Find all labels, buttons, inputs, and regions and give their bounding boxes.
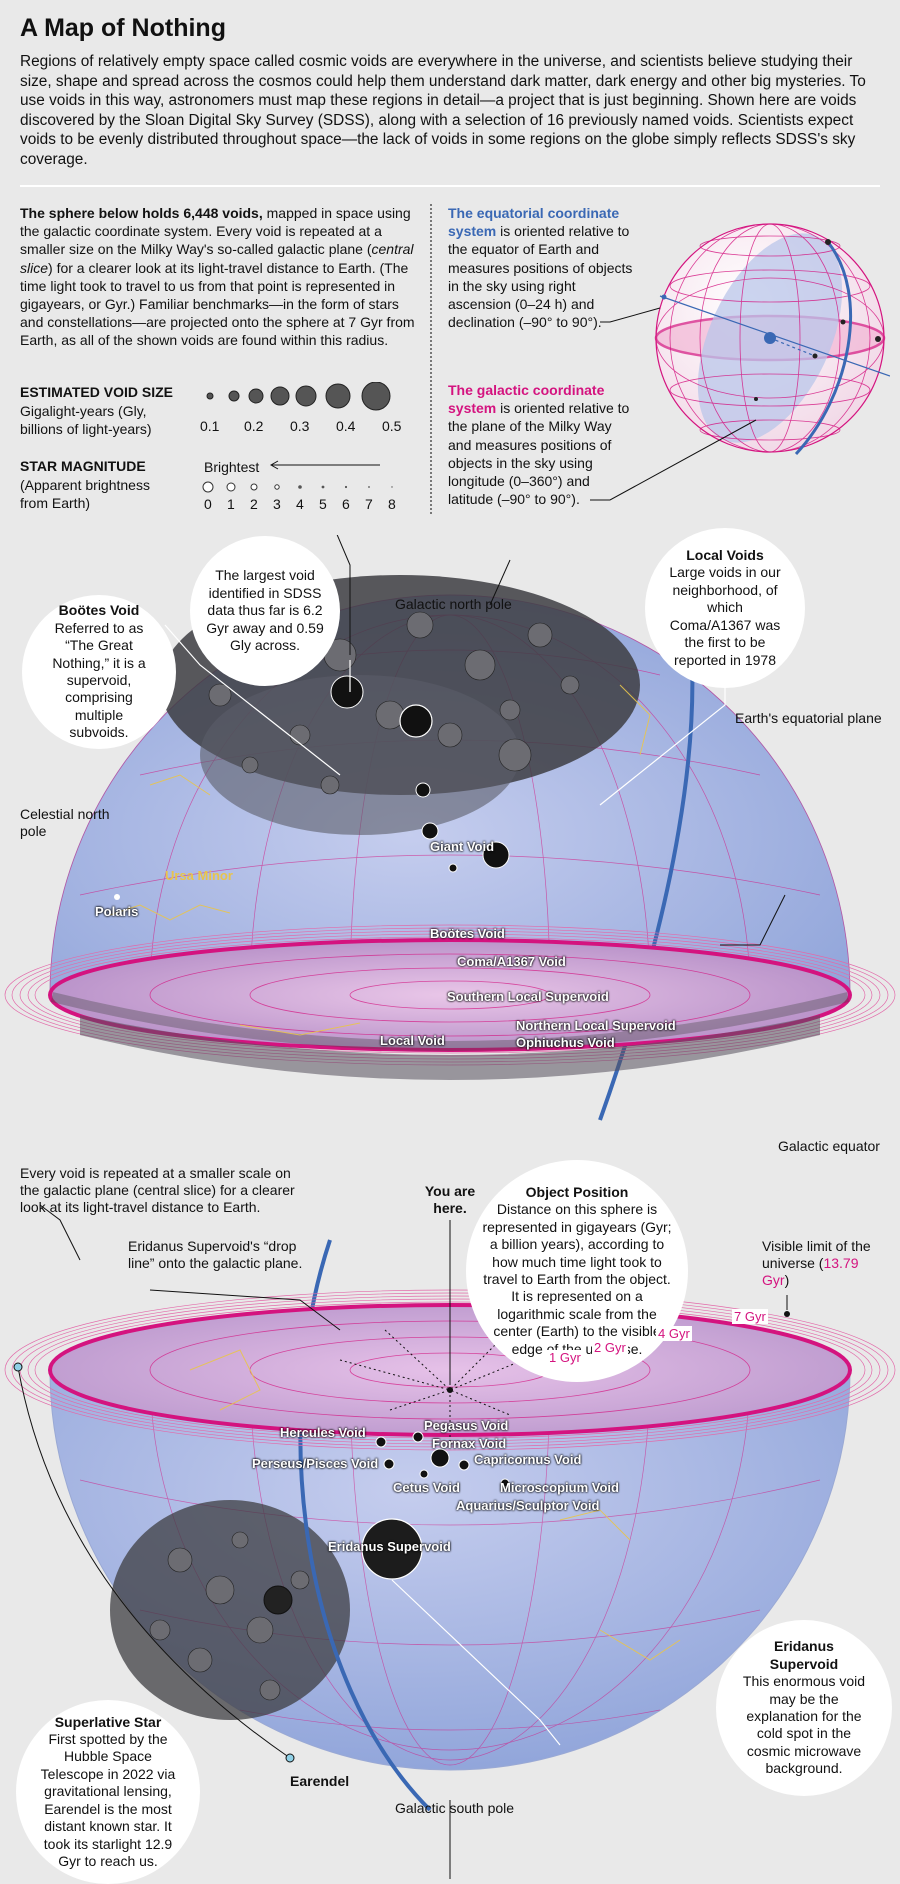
magnitude-tick: 1 bbox=[227, 496, 235, 512]
bootes-void-title: Boötes Void bbox=[58, 602, 140, 619]
void-label: Capricornus Void bbox=[474, 1452, 582, 1467]
eridanus-supervoid-body: This enormous void may be the explanatio… bbox=[742, 1673, 866, 1777]
sphere-info-body2: ) for a clearer look at its light-travel… bbox=[20, 259, 415, 349]
magnitude-tick: 5 bbox=[319, 496, 327, 512]
void-size-tick: 0.5 bbox=[382, 418, 402, 434]
sphere-info-italic: central slice bbox=[20, 241, 414, 276]
repeated-note: Every void is repeated at a smaller scal… bbox=[20, 1165, 295, 1215]
void-size-title: ESTIMATED VOID SIZE bbox=[20, 384, 173, 400]
void-size-tick: 0.4 bbox=[336, 418, 356, 434]
visible-limit-value: 13.79 Gyr bbox=[762, 1255, 859, 1288]
brightest-arrow bbox=[269, 460, 380, 470]
magnitude-title: STAR MAGNITUDE bbox=[20, 458, 146, 474]
sphere-info-lead: The sphere below holds 6,448 voids, bbox=[20, 205, 263, 221]
void-label: Northern Local Supervoid bbox=[516, 1018, 676, 1033]
superlative-star-title: Superlative Star bbox=[54, 1713, 162, 1730]
object-position-body: Distance on this sphere is represented i… bbox=[482, 1201, 672, 1357]
void-label: Perseus/Pisces Void bbox=[252, 1456, 379, 1471]
local-voids-callout: Local Voids Large voids in our neighborh… bbox=[645, 528, 805, 688]
void-label: Local Void bbox=[380, 1033, 445, 1048]
eridanus-supervoid-callout: Eridanus Supervoid This enormous void ma… bbox=[716, 1620, 892, 1796]
magnitude-tick: 4 bbox=[296, 496, 304, 512]
bootes-void-body: Referred to as “The Great Nothing,” it i… bbox=[52, 619, 146, 741]
magnitude-tick: 2 bbox=[250, 496, 258, 512]
largest-void-callout: The largest void identified in SDSS data… bbox=[190, 536, 340, 686]
galactic-equator-label: Galactic equator bbox=[778, 1138, 880, 1154]
galactic-north-pole-label: Galactic north pole bbox=[395, 596, 512, 612]
sphere-info: The sphere below holds 6,448 voids, mapp… bbox=[20, 204, 420, 350]
magnitude-tick: 3 bbox=[273, 496, 281, 512]
void-label: Southern Local Supervoid bbox=[447, 989, 609, 1004]
column-divider bbox=[430, 204, 432, 514]
magnitude-tick: 8 bbox=[388, 496, 396, 512]
bootes-void-callout: Boötes Void Referred to as “The Great No… bbox=[22, 595, 176, 749]
visible-limit-end: ) bbox=[784, 1272, 790, 1288]
void-label: Aquarius/Sculptor Void bbox=[456, 1498, 600, 1513]
void-label: Giant Void bbox=[430, 839, 495, 854]
local-voids-title: Local Voids bbox=[686, 547, 764, 564]
void-size-tick: 0.3 bbox=[290, 418, 310, 434]
void-label: Eridanus Supervoid bbox=[328, 1539, 451, 1554]
equatorial-lead: The equatorial coordinate system bbox=[448, 205, 620, 240]
visible-limit-text: Visible limit of the universe ( bbox=[762, 1238, 871, 1271]
celestial-north-pole-label: Celestial north pole bbox=[20, 806, 110, 839]
galactic-text: The galactic coordinate system is orient… bbox=[448, 381, 638, 508]
equatorial-body: is oriented relative to the equator of E… bbox=[448, 223, 633, 331]
void-label: Ophiuchus Void bbox=[516, 1035, 615, 1050]
void-size-circles bbox=[206, 382, 391, 411]
local-voids-body: Large voids in our neighborhood, of whic… bbox=[669, 564, 781, 668]
object-position-title: Object Position bbox=[525, 1183, 629, 1200]
intro-text: Regions of relatively empty space called… bbox=[20, 53, 866, 168]
gyr-mark: 7 Gyr bbox=[732, 1309, 768, 1324]
magnitude-tick: 0 bbox=[204, 496, 212, 512]
gyr-mark: 2 Gyr bbox=[592, 1340, 628, 1355]
superlative-star-callout: Superlative Star First spotted by the Hu… bbox=[16, 1700, 200, 1884]
largest-void-text: The largest void identified in SDSS data… bbox=[206, 567, 324, 654]
galactic-south-pole-label: Galactic south pole bbox=[395, 1800, 515, 1816]
equatorial-text: The equatorial coordinate system is orie… bbox=[448, 204, 638, 331]
magnitude-tick: 7 bbox=[365, 496, 373, 512]
superlative-star-body: First spotted by the Hubble Space Telesc… bbox=[40, 1731, 176, 1869]
void-label: Cetus Void bbox=[393, 1480, 460, 1495]
ursa-minor-label: Ursa Minor bbox=[165, 868, 233, 883]
galactic-body: is oriented relative to the plane of the… bbox=[448, 400, 630, 508]
object-position-callout: Object Position Distance on this sphere … bbox=[466, 1160, 688, 1382]
void-size-ticks: 0.1 0.2 0.3 0.4 0.5 bbox=[200, 418, 420, 438]
page-title: A Map of Nothing bbox=[20, 14, 226, 42]
gyr-mark: 4 Gyr bbox=[656, 1326, 692, 1341]
void-label: Pegasus Void bbox=[424, 1418, 509, 1433]
magnitude-ticks: 0 1 2 3 4 5 6 7 8 bbox=[204, 496, 404, 514]
void-label: Coma/A1367 Void bbox=[457, 954, 566, 969]
sphere-info-body: mapped in space using the galactic coord… bbox=[20, 205, 411, 258]
void-size-subtitle: Gigalight-years (Gly, billions of light-… bbox=[20, 403, 152, 438]
equatorial-plane-label: Earth's equatorial plane bbox=[735, 710, 882, 726]
void-label: Hercules Void bbox=[280, 1425, 366, 1440]
magnitude-subtitle: (Apparent brightness from Earth) bbox=[20, 477, 150, 512]
magnitude-dots bbox=[202, 481, 393, 493]
gyr-mark: 1 Gyr bbox=[547, 1350, 583, 1365]
void-label: Boötes Void bbox=[430, 926, 505, 941]
void-label: Microscopium Void bbox=[500, 1480, 619, 1495]
eridanus-supervoid-title: Eridanus Supervoid bbox=[769, 1638, 839, 1672]
brightest-label: Brightest bbox=[204, 459, 260, 475]
void-label: Fornax Void bbox=[432, 1436, 507, 1451]
void-size-tick: 0.1 bbox=[200, 418, 220, 434]
magnitude-tick: 6 bbox=[342, 496, 350, 512]
earendel-label: Earendel bbox=[290, 1773, 350, 1789]
divider bbox=[20, 185, 880, 187]
void-size-tick: 0.2 bbox=[244, 418, 264, 434]
galactic-lead: The galactic coordinate system bbox=[448, 382, 605, 417]
drop-line-note: Eridanus Supervoid's “drop line” onto th… bbox=[128, 1238, 303, 1271]
coordinate-globe bbox=[654, 223, 890, 456]
visible-limit-label: Visible limit of the universe (13.79 Gyr… bbox=[762, 1238, 887, 1289]
polaris-label: Polaris bbox=[95, 904, 139, 919]
you-are-here-label: You are here. bbox=[424, 1183, 476, 1216]
